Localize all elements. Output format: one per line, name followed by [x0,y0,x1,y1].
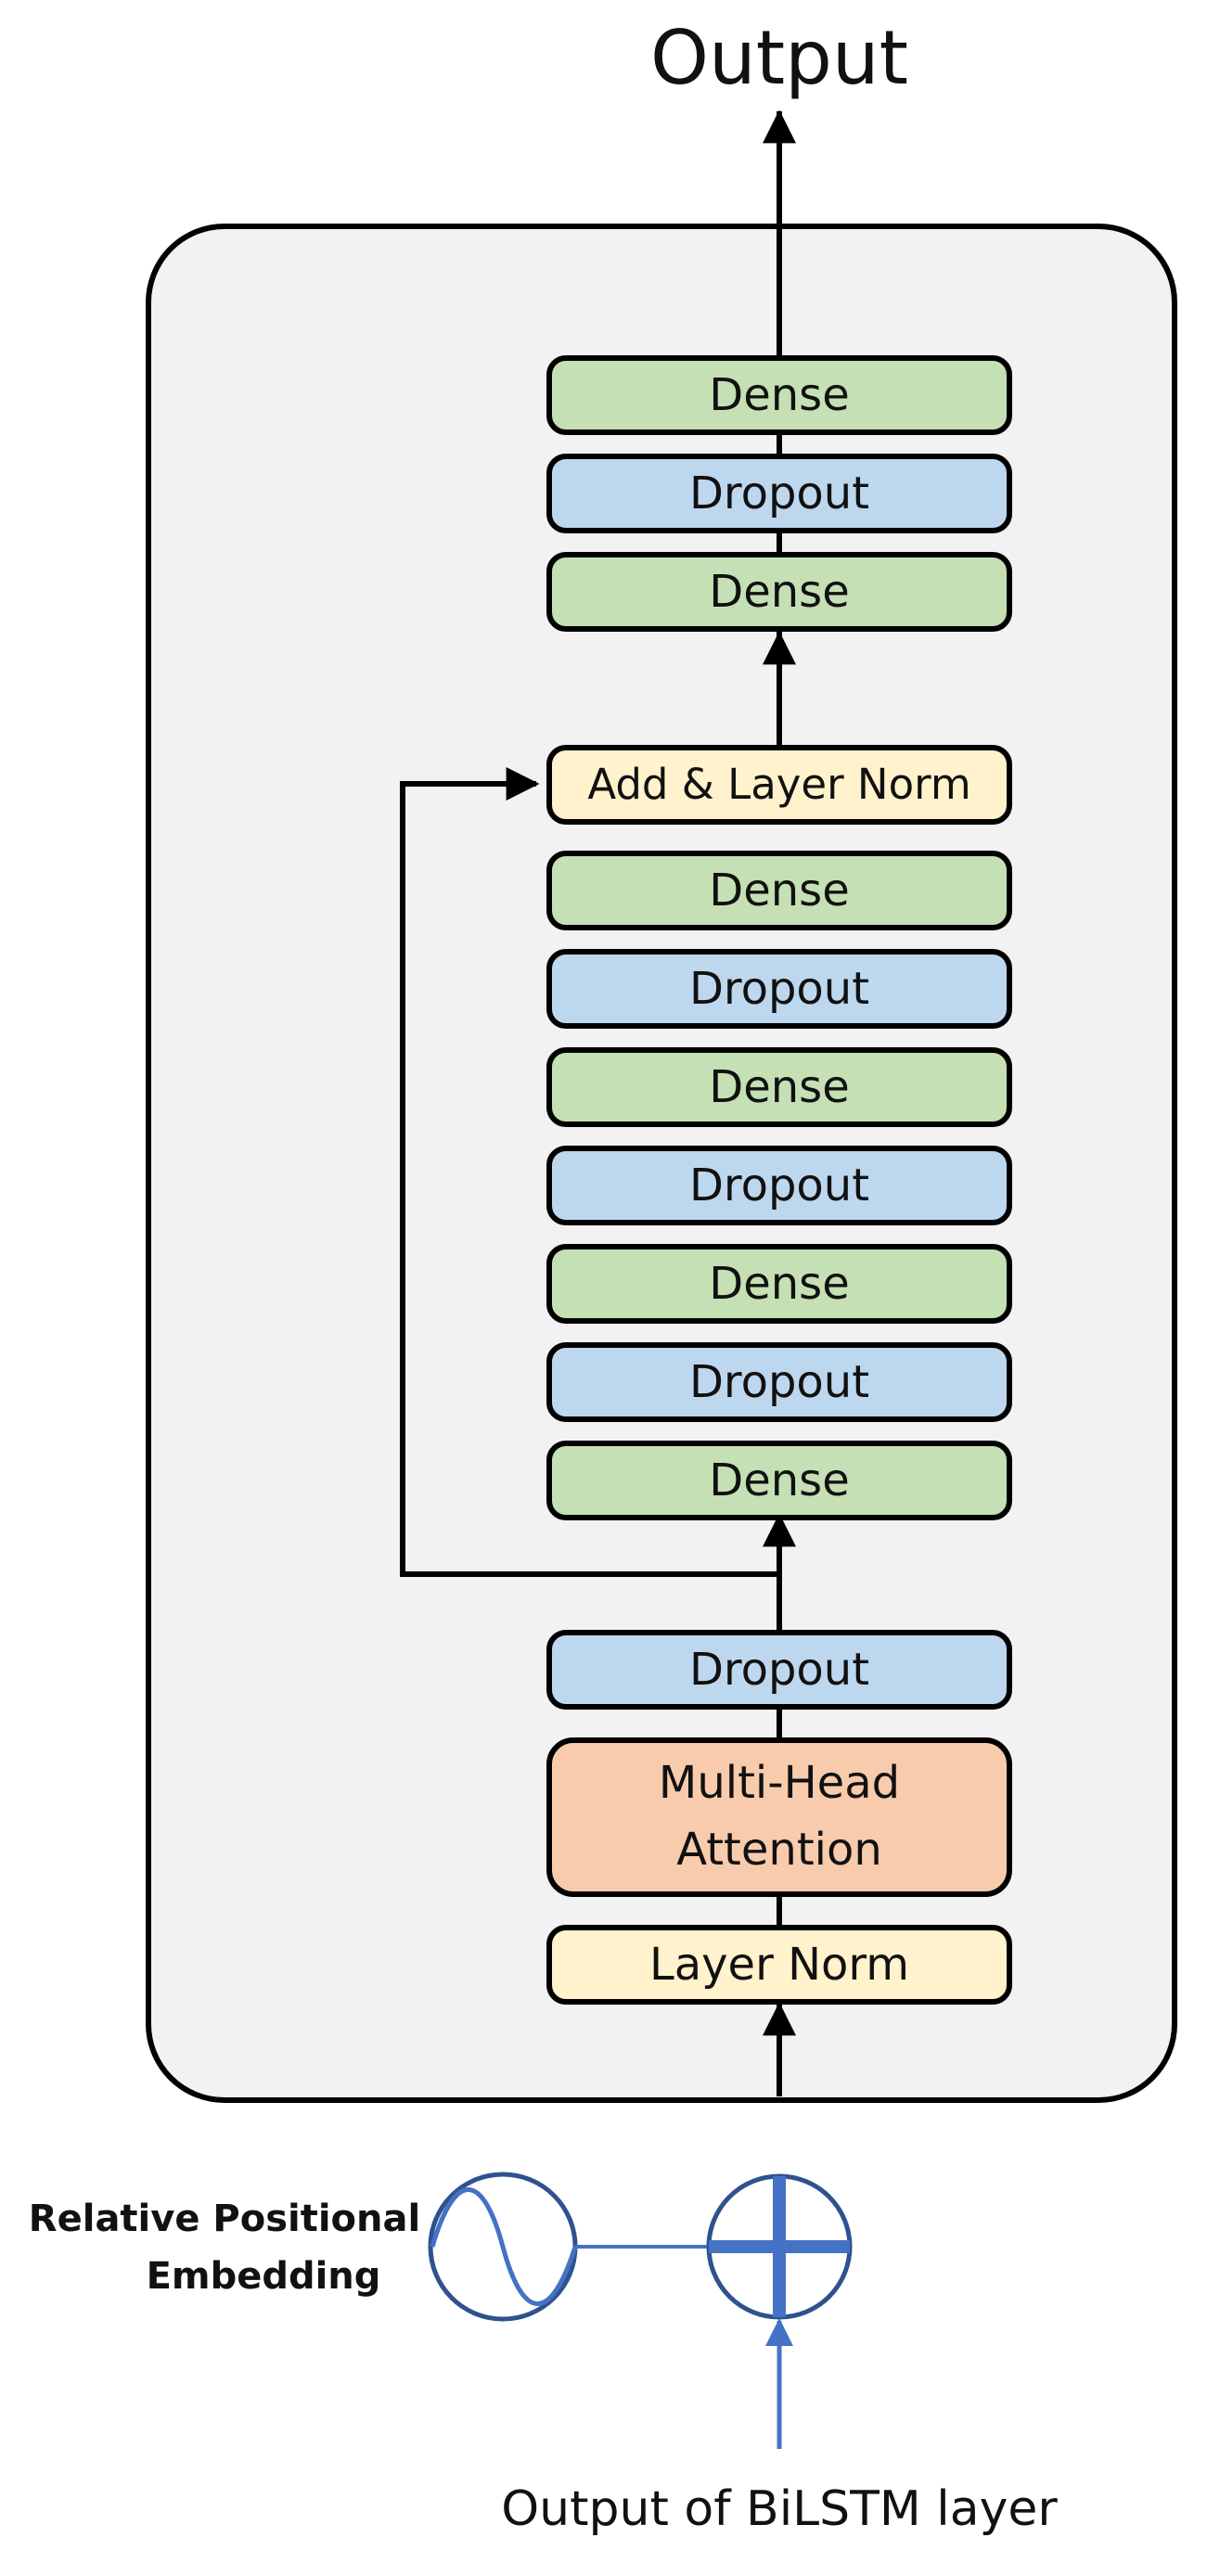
layer-ff-dense-1: Dense [546,851,1012,930]
layer-label: Dropout [689,1644,869,1696]
layer-dense-top-2: Dense [546,552,1012,632]
layer-label: Dropout [689,1356,869,1408]
residual-connection [400,767,779,1577]
mha-label-line1: Multi-Head [659,1757,900,1809]
input-label: Output of BiLSTM layer [501,2481,1058,2537]
embedding-label-line1: Relative Positional [29,2198,420,2240]
layer-dense-top-1: Dense [546,355,1012,435]
layer-norm: Layer Norm [546,1925,1012,2005]
layer-ff-dense-3: Dense [546,1244,1012,1324]
layer-ff-dense-2: Dense [546,1047,1012,1127]
layer-label: Dense [709,369,849,421]
output-title: Output [650,15,908,101]
embedding-label-line2: Embedding [147,2255,381,2298]
layer-ff-dropout-3: Dropout [546,1342,1012,1422]
layer-ff-dropout-2: Dropout [546,1146,1012,1225]
layer-label: Dense [709,566,849,618]
layer-label: Dense [709,1258,849,1310]
layer-label: Layer Norm [649,1939,909,1991]
layer-label: Dropout [689,468,869,519]
layer-label: Dense [709,1061,849,1113]
add-operator-icon [706,2173,853,2320]
layer-label: Dropout [689,1160,869,1211]
layer-attn-dropout: Dropout [546,1630,1012,1710]
layer-multi-head-attention: Multi-Head Attention [546,1737,1012,1897]
layer-dropout-top: Dropout [546,454,1012,533]
layer-label: Dropout [689,963,869,1015]
layer-ff-dense-4: Dense [546,1441,1012,1520]
layer-label: Add & Layer Norm [587,760,970,809]
layer-label: Dense [709,1455,849,1506]
layer-add-norm: Add & Layer Norm [546,745,1012,825]
sine-wave-icon [428,2172,578,2322]
layer-ff-dropout-1: Dropout [546,949,1012,1029]
layer-label: Dense [709,865,849,916]
mha-label-line2: Attention [676,1824,882,1876]
